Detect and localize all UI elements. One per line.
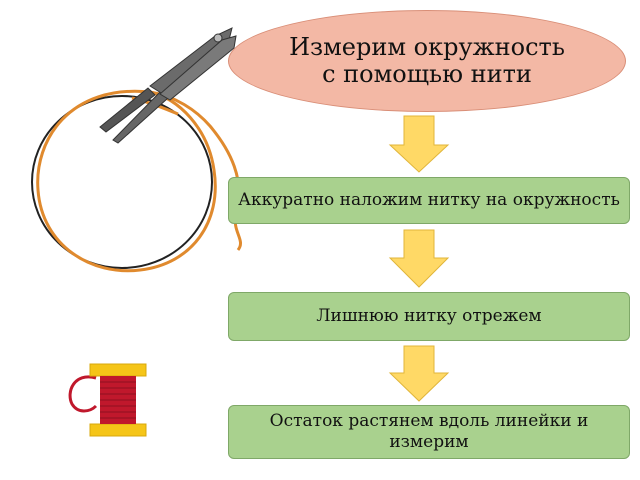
- step-box-2: Лишнюю нитку отрежем: [228, 292, 630, 341]
- step-text-3: Остаток растянем вдоль линейки и измерим: [269, 411, 589, 452]
- title-text: Измерим окружность с помощью нити: [289, 33, 565, 88]
- step-box-3: Остаток растянем вдоль линейки и измерим: [228, 405, 630, 459]
- down-arrow-1: [388, 115, 450, 173]
- step-box-1: Аккуратно наложим нитку на окружность: [228, 177, 630, 224]
- title-oval: Измерим окружность с помощью нити: [228, 10, 626, 112]
- circle-outline: [31, 95, 213, 269]
- step-text-1: Аккуратно наложим нитку на окружность: [238, 190, 620, 210]
- thread-on-circle: [36, 89, 217, 273]
- thread-loose-end: [149, 90, 242, 251]
- step-text-2: Лишнюю нитку отрежем: [316, 306, 542, 326]
- down-arrow-3: [388, 345, 450, 402]
- down-arrow-2: [388, 229, 450, 288]
- scissors-icon: [99, 27, 237, 144]
- thread-spool-icon: [68, 363, 147, 437]
